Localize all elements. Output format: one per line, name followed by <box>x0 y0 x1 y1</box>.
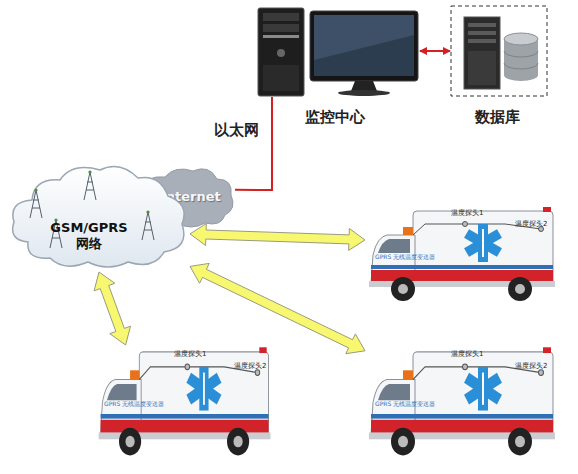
node-label: 监控中心 <box>305 108 365 126</box>
ambulance: 温度探头1 温度探头2GPRS 无线温度变送器 <box>95 345 275 460</box>
probe-label: 温度探头2 <box>515 362 547 370</box>
wired-link <box>235 97 272 190</box>
probe-label: 温度探头1 <box>451 209 483 217</box>
ambulance: 温度探头1 温度探头2GPRS 无线温度变送器 <box>365 205 560 305</box>
wireless-link-arrow <box>94 272 130 345</box>
gsm-cloud-art <box>8 160 190 272</box>
edge-label: 以太网 <box>214 121 259 139</box>
node-label: GSM/GPRS 网络 <box>44 220 134 251</box>
database-art <box>450 5 548 97</box>
probe-label: 温度探头1 <box>174 350 206 358</box>
device-label: GPRS 无线温度变送器 <box>375 253 435 260</box>
wireless-link-arrow <box>190 224 365 251</box>
probe-label: 温度探头1 <box>451 350 483 358</box>
wired-link <box>420 50 450 52</box>
database: 数据库 <box>450 5 548 97</box>
gsm-cloud: GSM/GPRS 网络 <box>8 160 190 272</box>
device-label: GPRS 无线温度变送器 <box>375 400 435 407</box>
wireless-link-arrow <box>190 263 365 353</box>
monitor-center-art <box>255 5 420 97</box>
ambulance: 温度探头1 温度探头2GPRS 无线温度变送器 <box>365 345 560 460</box>
monitor-center: 监控中心 <box>255 5 420 97</box>
device-label: GPRS 无线温度变送器 <box>104 400 164 407</box>
probe-label: 温度探头2 <box>234 362 266 370</box>
probe-label: 温度探头2 <box>515 220 547 228</box>
node-label: 数据库 <box>475 108 520 126</box>
